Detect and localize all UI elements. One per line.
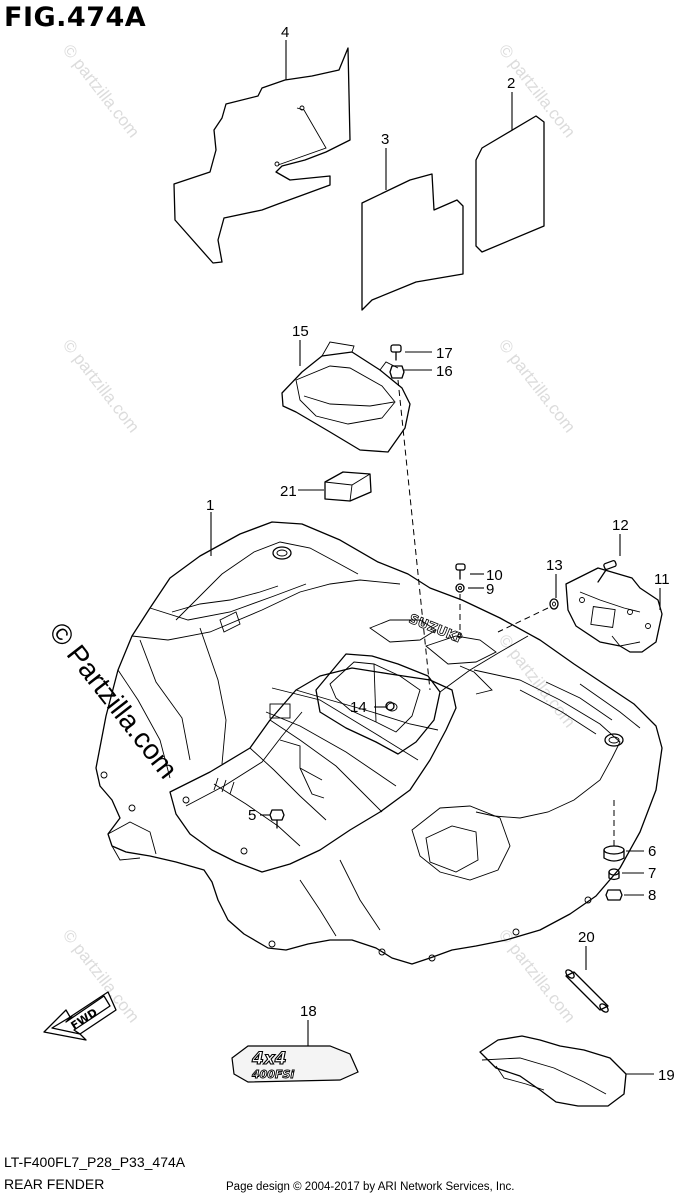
part-2-decal [475,115,545,253]
part-16-nut [389,365,405,379]
watermark-large: © Partzilla.com [43,617,184,785]
callout-20: 20 [578,929,595,946]
part-8-bolt [605,889,623,901]
model-decal-line1: 4x4 [251,1049,287,1069]
part-18-model-decal: 4x4 400FSi [231,1045,359,1083]
callout-14: 14 [350,699,367,716]
callout-15: 15 [292,323,309,340]
part-13-grommet [549,598,559,610]
figure-title: FIG.474A [4,2,147,33]
callout-11: 11 [654,571,670,588]
part-15-box [281,341,411,453]
watermark-4: © partzilla.com [495,336,579,436]
callout-17: 17 [436,345,453,362]
part-10-screw [455,563,466,580]
part-9-washer [455,583,465,593]
figure-name: REAR FENDER [4,1176,105,1192]
copyright-notice: Page design © 2004-2017 by ARI Network S… [226,1181,515,1193]
part-21-pad [324,471,372,502]
part-20-pin [565,969,609,1013]
callout-numbers: 1 2 3 4 5 6 7 8 9 10 11 12 13 14 15 16 1… [206,24,675,1084]
part-14-nut [385,701,395,711]
watermarks: © partzilla.com © partzilla.com © partzi… [43,41,579,1026]
callout-13: 13 [546,557,563,574]
figure-code: LT-F400FL7_P28_P33_474A [4,1154,186,1170]
leader-lines [210,40,661,1075]
fwd-arrow: FWD [43,991,117,1041]
part-1-rear-fender [95,521,663,965]
callout-8: 8 [648,887,656,904]
part-3-decal [361,173,464,311]
leader-16-14 [397,379,431,691]
part-11-bracket [565,567,663,653]
part-6-damper [603,845,625,862]
callout-3: 3 [381,131,389,148]
suzuki-logo: SUZUKI [407,612,463,646]
watermark-1: © partzilla.com [59,41,143,141]
callout-10: 10 [486,567,503,584]
callout-9: 9 [486,581,494,598]
model-decal-line2: 400FSi [251,1068,294,1081]
part-12-screw [597,560,617,583]
callout-5: 5 [248,807,256,824]
callout-19: 19 [658,1067,675,1084]
part-4-decal [173,47,351,264]
callout-12: 12 [612,517,629,534]
callout-4: 4 [281,24,289,41]
watermark-3: © partzilla.com [59,336,143,436]
callout-2: 2 [507,75,515,92]
part-5-bolt [269,809,285,829]
callout-18: 18 [300,1003,317,1020]
leader-13-fender [497,607,549,633]
callout-21: 21 [280,483,297,500]
callout-7: 7 [648,865,656,882]
part-7-collar [608,868,620,881]
callout-16: 16 [436,363,453,380]
part-19-cover [479,1035,627,1107]
callout-6: 6 [648,843,656,860]
part-17-screw [390,344,402,361]
watermark-5: © partzilla.com [495,631,579,731]
callout-1: 1 [206,497,214,514]
